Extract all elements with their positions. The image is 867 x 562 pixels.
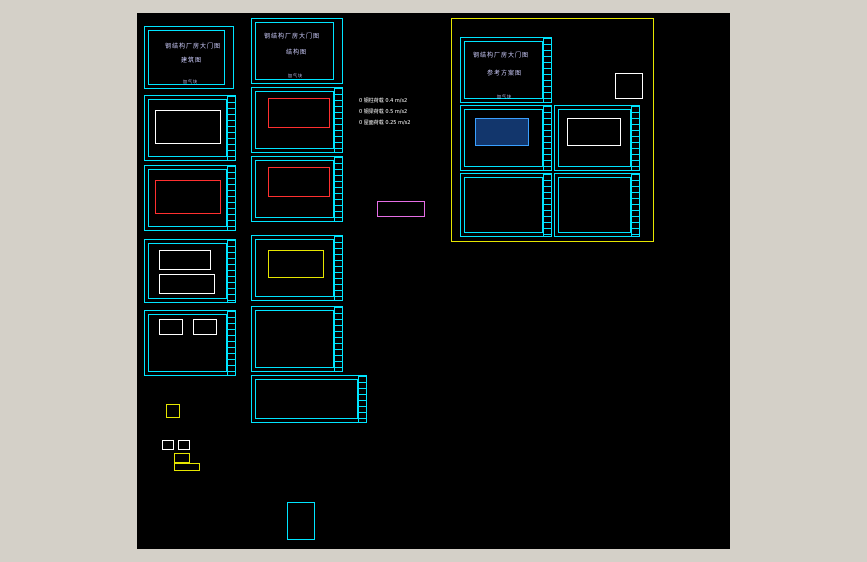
- sheet-purlin-plan[interactable]: [251, 235, 343, 301]
- sheet-details[interactable]: [251, 306, 343, 372]
- plan-outline: [155, 180, 221, 214]
- sheet-steel-frame[interactable]: [251, 156, 343, 222]
- sheet-foundation-plan[interactable]: [251, 87, 343, 153]
- door-symbol[interactable]: [178, 440, 190, 450]
- cover-subtitle: 结构图: [286, 49, 308, 56]
- sheet-cover-scheme[interactable]: 钢结构厂房大门图 参考方案图 加气块: [460, 37, 552, 103]
- cover-title: 钢结构厂房大门图: [264, 33, 321, 40]
- sheet-scheme-plan-2[interactable]: [554, 105, 640, 171]
- sheet-scheme-plan[interactable]: [460, 105, 552, 171]
- small-elevation[interactable]: [287, 502, 315, 540]
- cover-subtitle: 参考方案图: [487, 70, 523, 77]
- plan-outline: [268, 167, 330, 197]
- cad-model-space[interactable]: 钢结构厂房大门图 建筑图 加气块 钢结构厂房大门图 结构图 加气块: [137, 13, 730, 549]
- legend-line: 0 钢柱荷载 0.4 m/s2: [359, 98, 408, 104]
- cover-note: 加气块: [183, 79, 198, 84]
- sheet-cover-architecture[interactable]: 钢结构厂房大门图 建筑图 加气块: [144, 26, 234, 89]
- cover-title: 钢结构厂房大门图: [473, 52, 530, 59]
- legend-line: 0 钢梁荷载 0.5 m/s2: [359, 109, 408, 115]
- cover-title: 钢结构厂房大门图: [165, 43, 222, 50]
- elevation: [159, 274, 215, 294]
- small-block[interactable]: [615, 73, 643, 99]
- door-symbol[interactable]: [174, 463, 200, 471]
- door-symbol[interactable]: [166, 404, 180, 418]
- section: [193, 319, 217, 335]
- sheet-floor-plan[interactable]: [144, 95, 236, 161]
- cover-note: 加气块: [288, 73, 303, 78]
- plan-outline: [268, 250, 324, 278]
- small-block[interactable]: [377, 201, 425, 217]
- door-symbol[interactable]: [174, 453, 190, 463]
- plan-outline: [567, 118, 621, 146]
- sheet-scheme-elevation[interactable]: [460, 173, 552, 237]
- load-legend: 0 钢柱荷载 0.4 m/s2 0 钢梁荷载 0.5 m/s2 0 屋面荷载 0…: [359, 97, 410, 126]
- plan-outline: [268, 98, 330, 128]
- sheet-sections[interactable]: [144, 310, 236, 376]
- plan-outline: [475, 118, 529, 146]
- sheet-node-details[interactable]: [251, 375, 367, 423]
- elevation: [159, 250, 211, 270]
- legend-line: 0 屋面荷载 0.25 m/s2: [359, 120, 411, 126]
- cover-subtitle: 建筑图: [181, 57, 203, 64]
- door-symbol[interactable]: [162, 440, 174, 450]
- sheet-scheme-sections[interactable]: [554, 173, 640, 237]
- cover-note: 加气块: [497, 94, 512, 99]
- section: [159, 319, 183, 335]
- sheet-elevations[interactable]: [144, 239, 236, 303]
- sheet-cover-structure[interactable]: 钢结构厂房大门图 结构图 加气块: [251, 18, 343, 84]
- layout-frame-scheme[interactable]: 钢结构厂房大门图 参考方案图 加气块: [451, 18, 654, 242]
- sheet-roof-plan[interactable]: [144, 165, 236, 231]
- plan-outline: [155, 110, 221, 144]
